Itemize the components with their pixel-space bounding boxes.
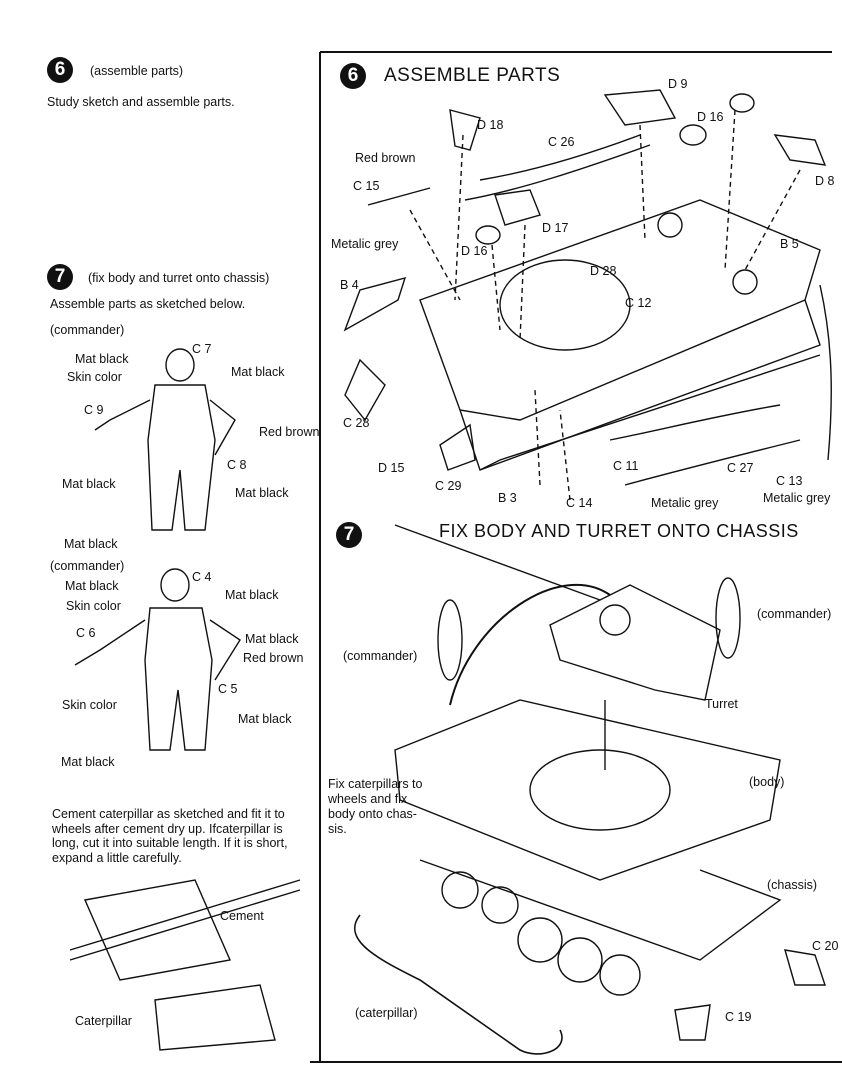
cement-label: Cement [220, 909, 264, 923]
part-label: B 3 [498, 491, 517, 505]
part-label: Turret [705, 697, 738, 711]
part-label: (chassis) [767, 878, 818, 892]
part-label: D 8 [815, 174, 835, 188]
part-label: D 9 [668, 77, 688, 91]
part-label: Metalic grey [763, 491, 831, 505]
label: Mat black [61, 755, 115, 769]
tank-hull-drawing [343, 199, 821, 471]
label: Mat black [225, 588, 279, 602]
label: Mat black [75, 352, 129, 366]
label: Mat black [238, 712, 292, 726]
part-label: C 20 [812, 939, 839, 953]
label: C 7 [192, 342, 212, 356]
note-line: body onto chas- [328, 807, 417, 821]
part-label: C 27 [727, 461, 754, 475]
label: Skin color [67, 370, 122, 384]
part-label: C 14 [566, 496, 593, 510]
step-6-number: 6 [47, 57, 73, 83]
step-7-instruction: Assemble parts as sketched below. [50, 297, 246, 311]
part-label: D 28 [590, 264, 617, 278]
part-label: D 16 [461, 244, 488, 258]
part-label: D 17 [542, 221, 569, 235]
caterpillar-note: Cement caterpillar as sketched and fit i… [52, 807, 288, 865]
step-6-title: (assemble parts) [90, 64, 184, 78]
commander-1-heading: (commander) [50, 323, 125, 337]
frame-border [310, 51, 842, 1063]
step-7-number: 7 [47, 264, 73, 290]
turret-drawing [394, 524, 741, 706]
part-label: C 26 [548, 135, 575, 149]
commander-figure-1 [94, 348, 236, 531]
commander-2-heading: (commander) [50, 559, 125, 573]
step-6-instruction: Study sketch and assemble parts. [47, 95, 235, 109]
note-line: Fix caterpillars to [328, 777, 423, 791]
step-7-title: (fix body and turret onto chassis) [88, 271, 270, 285]
parts-drawing [367, 89, 832, 501]
caterpillar-sketch [69, 879, 301, 1051]
part-label: (commander) [343, 649, 418, 663]
label: Mat black [245, 632, 299, 646]
step-7-heading: FIX BODY AND TURRET ONTO CHASSIS [439, 521, 799, 541]
step-6-heading: ASSEMBLE PARTS [384, 65, 561, 86]
part-label: D 18 [477, 118, 504, 132]
label: Mat black [64, 537, 118, 551]
part-label: C 13 [776, 474, 803, 488]
label: Red brown [259, 425, 320, 439]
label: Skin color [66, 599, 121, 613]
part-label: Red brown [355, 151, 416, 165]
label: Mat black [235, 486, 289, 500]
part-label: C 15 [353, 179, 380, 193]
step-7-number-large: 7 [336, 522, 362, 548]
part-label: C 28 [343, 416, 370, 430]
part-label: Metalic grey [331, 237, 399, 251]
label: Skin color [62, 698, 117, 712]
step-6-number-large: 6 [340, 63, 366, 89]
commander-figure-2 [74, 568, 241, 751]
part-label: C 12 [625, 296, 652, 310]
part-label: Metalic grey [651, 496, 719, 510]
label: Mat black [65, 579, 119, 593]
label: Mat black [62, 477, 116, 491]
part-label: D 16 [697, 110, 724, 124]
part-label: B 4 [340, 278, 359, 292]
label: Red brown [243, 651, 304, 665]
part-label: (caterpillar) [355, 1006, 418, 1020]
part-label: C 11 [613, 459, 639, 473]
label: C 8 [227, 458, 247, 472]
part-label: C 19 [725, 1010, 752, 1024]
part-label: B 5 [780, 237, 799, 251]
label: C 5 [218, 682, 238, 696]
label: C 4 [192, 570, 212, 584]
part-label: (body) [749, 775, 785, 789]
label: Mat black [231, 365, 285, 379]
caterpillar-label: Caterpillar [75, 1014, 132, 1028]
note-line: wheels and fix [328, 792, 408, 806]
label: C 9 [84, 403, 104, 417]
note-line: sis. [328, 822, 347, 836]
tank-body-drawing [353, 699, 826, 1055]
part-label: (commander) [757, 607, 832, 621]
part-label: D 15 [378, 461, 405, 475]
part-label: C 29 [435, 479, 462, 493]
label: C 6 [76, 626, 96, 640]
